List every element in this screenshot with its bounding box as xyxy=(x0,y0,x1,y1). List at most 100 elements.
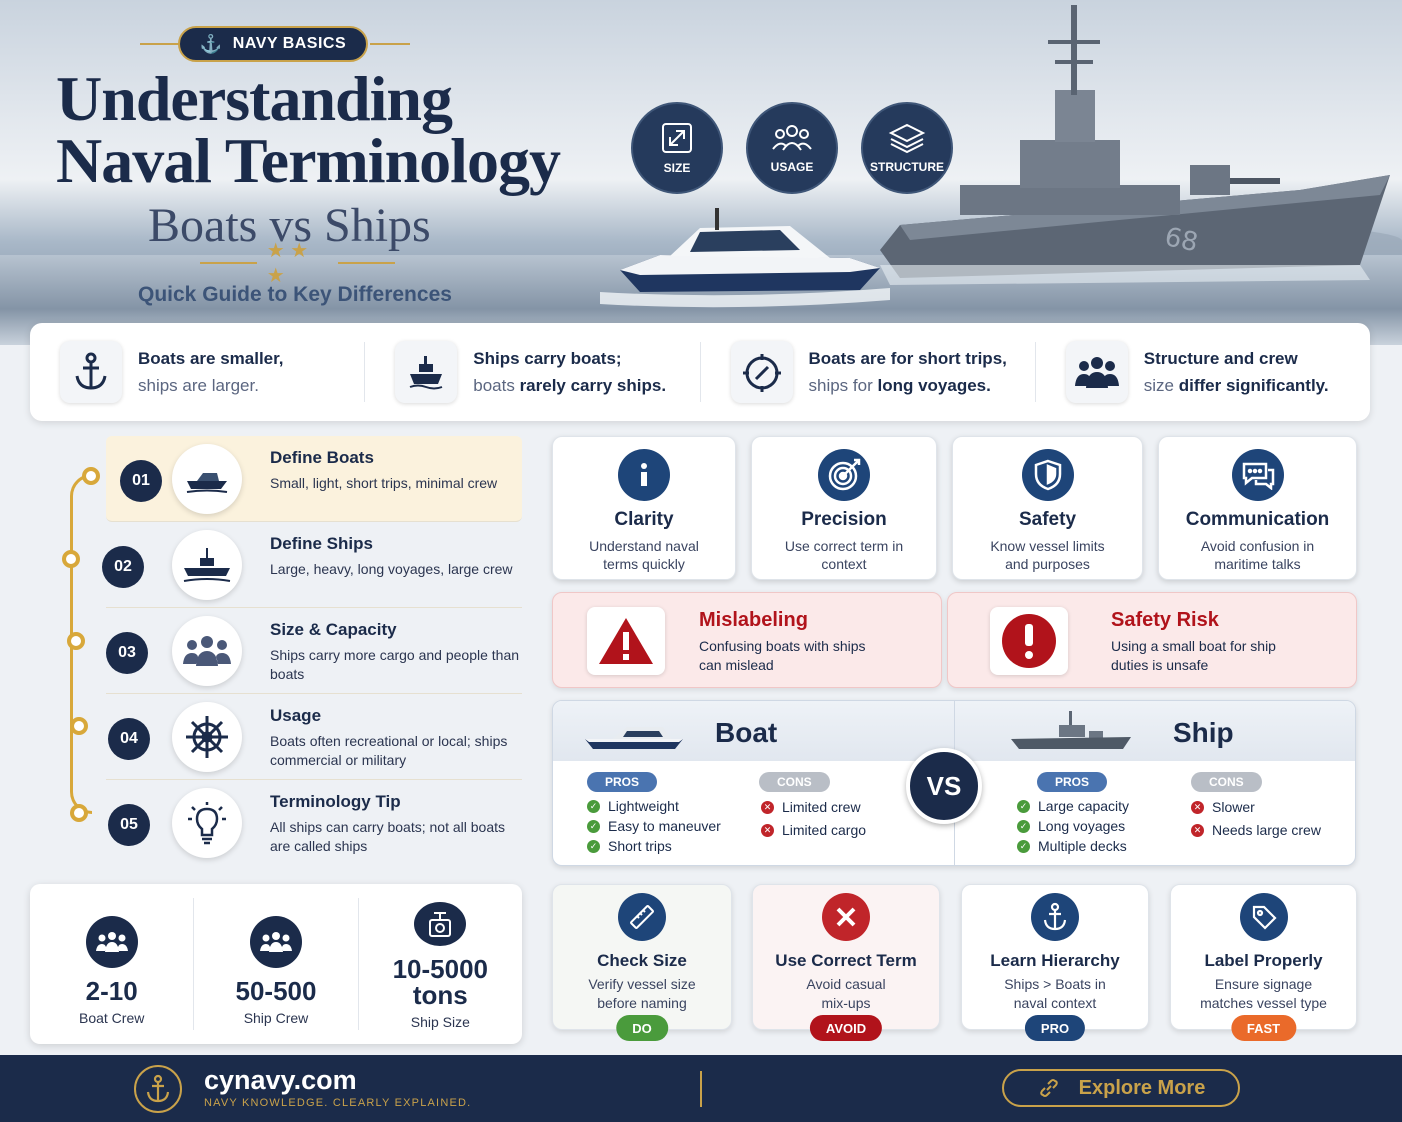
action-desc: Ships > Boats in naval context xyxy=(1004,976,1106,1011)
step-number: 01 xyxy=(120,460,162,502)
list-item: ✕Limited crew xyxy=(761,796,866,819)
fact-line2-pre: boats xyxy=(473,376,520,395)
warning-desc: Confusing boats with ships can mislead xyxy=(699,638,866,673)
con-text: Slower xyxy=(1212,799,1255,815)
usage-circle: USAGE xyxy=(746,102,838,194)
fact-line2-pre: size xyxy=(1143,376,1179,395)
chat-icon xyxy=(1231,449,1284,501)
warship-image: 68 xyxy=(880,5,1390,285)
stat-label: Boat Crew xyxy=(78,1010,145,1026)
step-title: Size & Capacity xyxy=(270,620,397,639)
tagline: Quick Guide to Key Differences xyxy=(138,283,452,306)
anchor-icon xyxy=(1031,893,1079,941)
ruler-icon xyxy=(618,893,666,941)
fact-line2-bold: differ significantly. xyxy=(1178,376,1329,395)
crew-icon xyxy=(85,916,138,968)
boat-icon xyxy=(172,444,242,514)
stars-divider: ★ ★ ★ xyxy=(190,240,405,287)
boat-cons-list: ✕Limited crew ✕ Limited cargo xyxy=(761,796,866,842)
check-icon: ✓ xyxy=(1017,819,1030,833)
step-number: 02 xyxy=(102,546,144,588)
layers-icon xyxy=(888,123,926,154)
link-icon xyxy=(1039,1079,1058,1097)
explore-more-button[interactable]: Explore More xyxy=(1002,1069,1240,1107)
fact-trips: Boats are for short trips, ships for long… xyxy=(701,341,1036,403)
stat-label: Ship Crew xyxy=(243,1010,309,1026)
structure-label: STRUCTURE xyxy=(870,160,944,174)
benefit-desc: Use correct term in context xyxy=(784,538,904,572)
step-size-capacity: 03 Size & Capacity Ships carry more carg… xyxy=(106,608,522,694)
x-icon xyxy=(822,893,870,941)
pro-text: Long voyages xyxy=(1038,818,1126,834)
timeline-dot xyxy=(70,717,88,735)
step-desc: Boats often recreational or local; ships… xyxy=(270,733,508,768)
step-title: Define Ships xyxy=(270,534,373,553)
page-title-line2: Naval Terminology xyxy=(56,125,561,196)
list-item: ✓Multiple decks xyxy=(1017,836,1129,856)
list-item: ✓ Long voyages xyxy=(1017,816,1129,836)
stat-ship-crew: 50-500 Ship Crew xyxy=(194,898,359,1030)
step-usage: 04 Usage Boats often recreational or loc… xyxy=(106,694,522,780)
shield-icon xyxy=(1021,449,1074,501)
stat-value: 10-5000 tons xyxy=(392,954,489,1010)
benefit-title: Precision xyxy=(801,509,887,530)
step-title: Terminology Tip xyxy=(270,792,401,811)
step-desc: Small, light, short trips, minimal crew xyxy=(270,475,498,491)
anchor-logo-icon xyxy=(134,1065,182,1113)
action-desc: Ensure signage matches vessel type xyxy=(1200,976,1327,1011)
boat-icon xyxy=(585,727,683,749)
action-label-properly: Label Properly Ensure signage matches ve… xyxy=(1170,884,1357,1041)
crew-icon xyxy=(249,916,302,968)
step-number: 03 xyxy=(106,632,148,674)
step-desc: Ships carry more cargo and people than b… xyxy=(270,647,520,682)
step-desc: All ships can carry boats; not all boats… xyxy=(270,819,506,854)
navy-basics-badge: ⚓ NAVY BASICS xyxy=(178,26,368,62)
pro-text: Easy to maneuver xyxy=(608,818,721,834)
action-title: Learn Hierarchy xyxy=(990,951,1120,970)
action-title: Use Correct Term xyxy=(775,951,917,970)
ship-title: Ship xyxy=(1173,717,1234,748)
action-tag: AVOID xyxy=(809,1015,883,1041)
site-name-link[interactable]: cynavy.com xyxy=(204,1065,357,1095)
fact-line1: Structure and crew xyxy=(1143,349,1298,368)
pros-pill: PROS xyxy=(1037,772,1108,792)
benefit-safety: Safety Know vessel limits and purposes xyxy=(952,436,1143,580)
list-item: ✓Large capacity xyxy=(1017,796,1129,816)
fact-line2-bold: long voyages. xyxy=(877,376,991,395)
size-circle: SIZE xyxy=(631,102,723,194)
fact-line1: Boats are for short trips, xyxy=(808,349,1007,368)
anchor-icon xyxy=(60,341,122,403)
warning-icon xyxy=(587,607,665,675)
warning-desc: Using a small boat for ship duties is un… xyxy=(1111,638,1276,673)
benefit-title: Communication xyxy=(1185,509,1330,530)
pros-pill: PROS xyxy=(587,772,658,792)
steps-timeline: 01 Define Boats Small, light, short trip… xyxy=(30,434,524,870)
action-tag: DO xyxy=(616,1015,668,1041)
warning-title: Mislabeling xyxy=(699,609,808,631)
action-learn-hierarchy: Learn Hierarchy Ships > Boats in naval c… xyxy=(961,884,1149,1041)
boat-header: Boat xyxy=(553,701,954,761)
helm-icon xyxy=(172,702,242,772)
warship-icon xyxy=(172,530,242,600)
con-text: Limited cargo xyxy=(782,822,867,838)
check-icon: ✓ xyxy=(587,799,600,813)
benefit-title: Clarity xyxy=(614,509,674,530)
badge-label: NAVY BASICS xyxy=(232,35,347,52)
stat-ship-size: 10-5000 tons Ship Size xyxy=(359,898,522,1030)
benefit-desc: Avoid confusion in maritime talks xyxy=(1200,538,1315,572)
check-icon: ✓ xyxy=(587,819,600,833)
ship-header: Ship xyxy=(955,701,1355,761)
size-label: SIZE xyxy=(663,161,691,175)
list-item: ✕Needs large crew xyxy=(1191,819,1321,842)
x-icon: ✕ xyxy=(761,801,774,814)
footer-divider xyxy=(700,1071,702,1107)
boat-title: Boat xyxy=(715,717,778,748)
footer: cynavy.com NAVY KNOWLEDGE. CLEARLY EXPLA… xyxy=(0,1055,1402,1122)
cons-pill: CONS xyxy=(759,772,830,792)
ship-cons-list: ✕Slower ✕Needs large crew xyxy=(1191,796,1321,842)
crew-stats-panel: 2-10 Boat Crew 50-500 Ship Crew 10-5000 … xyxy=(30,884,522,1044)
crew-icon xyxy=(1065,341,1128,403)
fact-line2-pre: ships for xyxy=(808,376,878,395)
check-icon: ✓ xyxy=(587,839,600,853)
action-tag: PRO xyxy=(1024,1015,1086,1041)
